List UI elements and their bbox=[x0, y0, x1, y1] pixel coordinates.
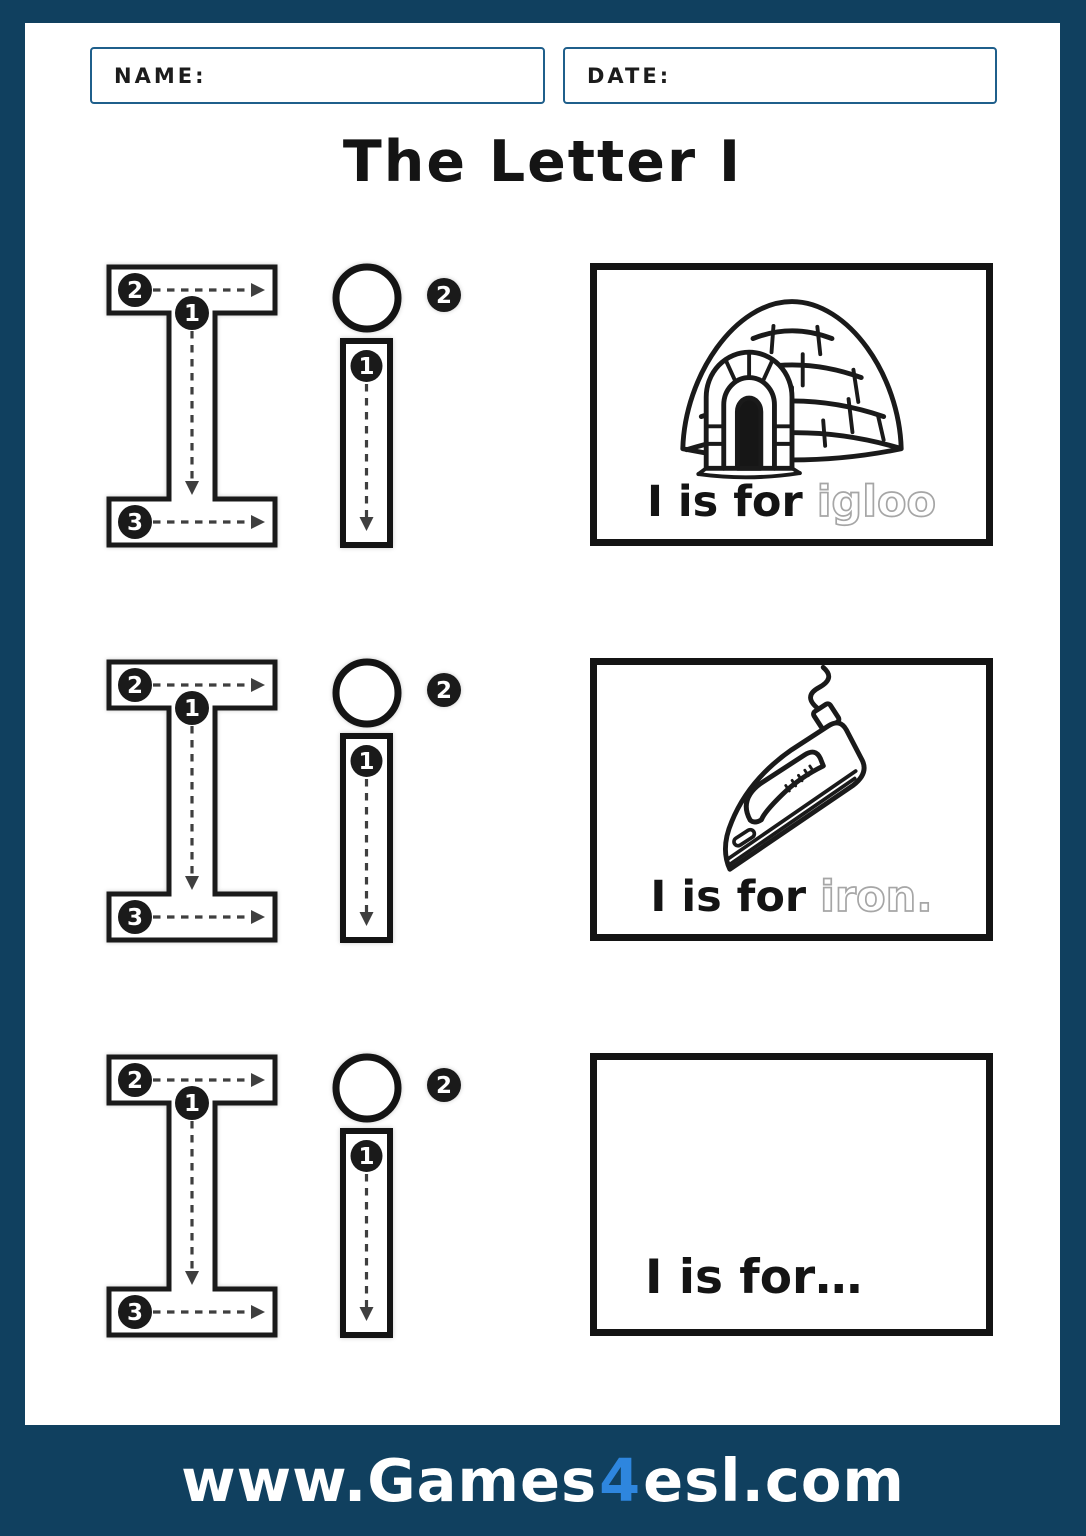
step-badge-2 bbox=[427, 278, 461, 312]
lowercase-i-dot bbox=[332, 263, 402, 333]
caption-prefix: I is for bbox=[646, 477, 803, 527]
iron-soleplate-line bbox=[727, 776, 857, 867]
svg-text:3: 3 bbox=[127, 1300, 143, 1326]
trace-word: iron. bbox=[819, 871, 933, 923]
worksheet-row: 2 1 3 2 1 bbox=[25, 658, 1060, 950]
name-field[interactable]: NAME: bbox=[90, 47, 545, 104]
svg-text:1: 1 bbox=[358, 749, 374, 775]
footer-url: www.Games4esl.com bbox=[181, 1446, 905, 1515]
svg-text:2: 2 bbox=[127, 278, 143, 304]
svg-text:1: 1 bbox=[358, 1144, 374, 1170]
iron-button bbox=[732, 827, 757, 848]
iron-cord bbox=[808, 665, 832, 713]
trace-word: igloo bbox=[816, 476, 937, 528]
stroke3-arrowhead bbox=[251, 1305, 265, 1319]
stroke1-arrowhead bbox=[185, 876, 199, 890]
card-caption: I is for igloo bbox=[597, 476, 986, 528]
stroke3-arrowhead bbox=[251, 515, 265, 529]
step-badge-2 bbox=[118, 1063, 152, 1097]
date-label: DATE: bbox=[587, 64, 672, 88]
step-badge-2 bbox=[118, 273, 152, 307]
stroke2-arrowhead bbox=[251, 1073, 265, 1087]
step-badge-2 bbox=[427, 1068, 461, 1102]
caption-prefix: I is for bbox=[650, 872, 807, 922]
open-answer-card[interactable]: I is for… bbox=[590, 1053, 993, 1336]
igloo-doorway bbox=[734, 395, 764, 471]
stroke1-arrowhead bbox=[359, 1307, 374, 1321]
svg-text:3: 3 bbox=[127, 510, 143, 536]
svg-text:2: 2 bbox=[127, 1068, 143, 1094]
svg-text:1: 1 bbox=[184, 696, 200, 722]
stroke1-arrowhead bbox=[359, 517, 374, 531]
name-label: NAME: bbox=[114, 64, 207, 88]
uppercase-i-tracing-guide: 2 1 3 bbox=[106, 1054, 278, 1338]
stroke2-arrowhead bbox=[251, 678, 265, 692]
step-badge-1 bbox=[350, 350, 383, 382]
stroke1-arrowhead bbox=[185, 1271, 199, 1285]
step-badge-1 bbox=[350, 1140, 383, 1172]
step-badge-1 bbox=[175, 691, 209, 725]
uppercase-i-tracing-guide: 2 1 3 bbox=[106, 659, 278, 943]
svg-text:2: 2 bbox=[436, 678, 452, 704]
svg-text:1: 1 bbox=[358, 354, 374, 380]
card-caption: I is for… bbox=[645, 1250, 863, 1305]
iron-line-art bbox=[723, 665, 867, 872]
step-badge-3 bbox=[118, 900, 152, 934]
stroke2-arrowhead bbox=[251, 283, 265, 297]
step-badge-3 bbox=[118, 1295, 152, 1329]
step-badge-2 bbox=[427, 673, 461, 707]
step-badge-3 bbox=[118, 505, 152, 539]
lowercase-i-dot bbox=[332, 1053, 402, 1123]
step-badge-1 bbox=[350, 745, 383, 777]
stroke3-arrowhead bbox=[251, 910, 265, 924]
svg-text:1: 1 bbox=[184, 301, 200, 327]
stroke1-arrowhead bbox=[359, 912, 374, 926]
footer-url-prefix: www.Games bbox=[181, 1446, 598, 1515]
step-badge-1 bbox=[175, 1086, 209, 1120]
svg-text:3: 3 bbox=[127, 905, 143, 931]
page-title: The Letter I bbox=[342, 129, 743, 195]
footer-url-suffix: esl.com bbox=[643, 1446, 905, 1515]
date-field[interactable]: DATE: bbox=[563, 47, 997, 104]
lowercase-i-tracing-guide: 2 1 bbox=[332, 263, 461, 548]
worksheet-content: NAME: DATE: The Letter I 2 1 3 bbox=[25, 23, 1060, 1425]
igloo-card: I is for igloo bbox=[590, 263, 993, 546]
worksheet-row: 2 1 3 2 1 I is for… bbox=[25, 1053, 1060, 1345]
worksheet-row: 2 1 3 2 1 bbox=[25, 263, 1060, 555]
lowercase-i-dot bbox=[332, 658, 402, 728]
stroke1-arrowhead bbox=[185, 481, 199, 495]
lowercase-i-tracing-guide: 2 1 bbox=[332, 1053, 461, 1338]
iron-soleplate-line bbox=[726, 769, 858, 861]
step-badge-2 bbox=[118, 668, 152, 702]
footer-bar: www.Games4esl.com bbox=[0, 1425, 1086, 1536]
lowercase-i-tracing-guide: 2 1 bbox=[332, 658, 461, 943]
svg-text:2: 2 bbox=[436, 283, 452, 309]
iron-body bbox=[723, 720, 867, 872]
svg-text:2: 2 bbox=[436, 1073, 452, 1099]
footer-url-digit: 4 bbox=[599, 1446, 642, 1515]
svg-text:2: 2 bbox=[127, 673, 143, 699]
uppercase-i-tracing-guide: 2 1 3 bbox=[106, 264, 278, 548]
step-badge-1 bbox=[175, 296, 209, 330]
svg-text:1: 1 bbox=[184, 1091, 200, 1117]
igloo-line-art bbox=[680, 299, 904, 480]
